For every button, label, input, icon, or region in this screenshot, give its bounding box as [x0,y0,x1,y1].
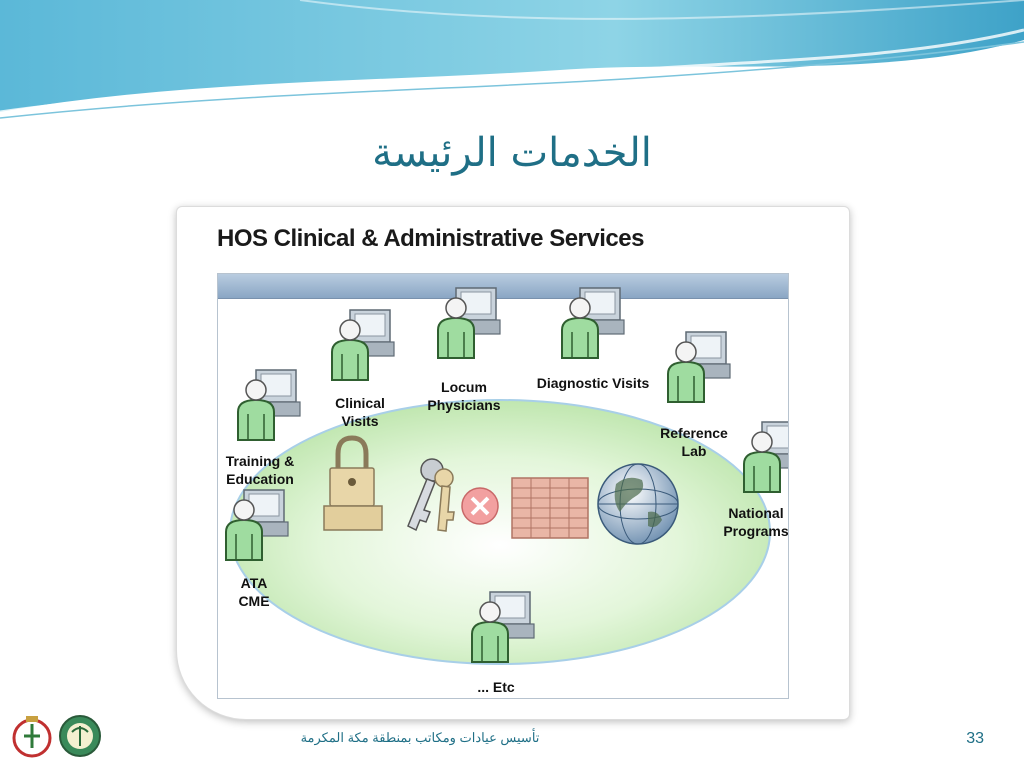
top-wave-decoration [0,0,1024,119]
node-label-national: National Programs [723,505,789,539]
workstation-training-icon [237,369,301,441]
diagram-heading: HOS Clinical & Administrative Services [217,225,644,252]
frame-title-bar [218,274,788,299]
region-seal-icon [59,715,101,757]
slide-title: الخدمات الرئيسة [372,130,652,176]
diagram-frame: Training & Education Clinical Visits Loc… [217,273,789,699]
ministry-logo-icon [12,716,52,758]
node-label-clinical: Clinical Visits [335,395,385,429]
diagram-canvas [225,287,788,665]
padlock-icon [323,435,383,531]
node-label-ata: ATA CME [238,575,270,609]
node-label-training: Training & Education [225,453,295,487]
node-label-reference: Reference Lab [660,425,728,459]
firewall-icon [511,477,589,539]
diagram-panel: HOS Clinical & Administrative Services [176,206,850,720]
workstation-clinical-icon [331,309,395,381]
keys-icon [407,458,455,532]
workstation-diagnostic-icon [561,287,625,359]
node-label-diagnostic: Diagnostic Visits [536,375,650,391]
workstation-locum-icon [437,287,501,359]
deny-icon [461,487,499,525]
globe-icon [597,463,679,545]
node-label-locum: Locum Physicians [427,379,501,413]
page-number: 33 [966,730,984,747]
node-label-etc: ... Etc [477,679,515,695]
workstation-reference-icon [667,331,731,403]
footer-text: تأسيس عيادات ومكاتب بمنطقة مكة المكرمة [300,730,540,745]
